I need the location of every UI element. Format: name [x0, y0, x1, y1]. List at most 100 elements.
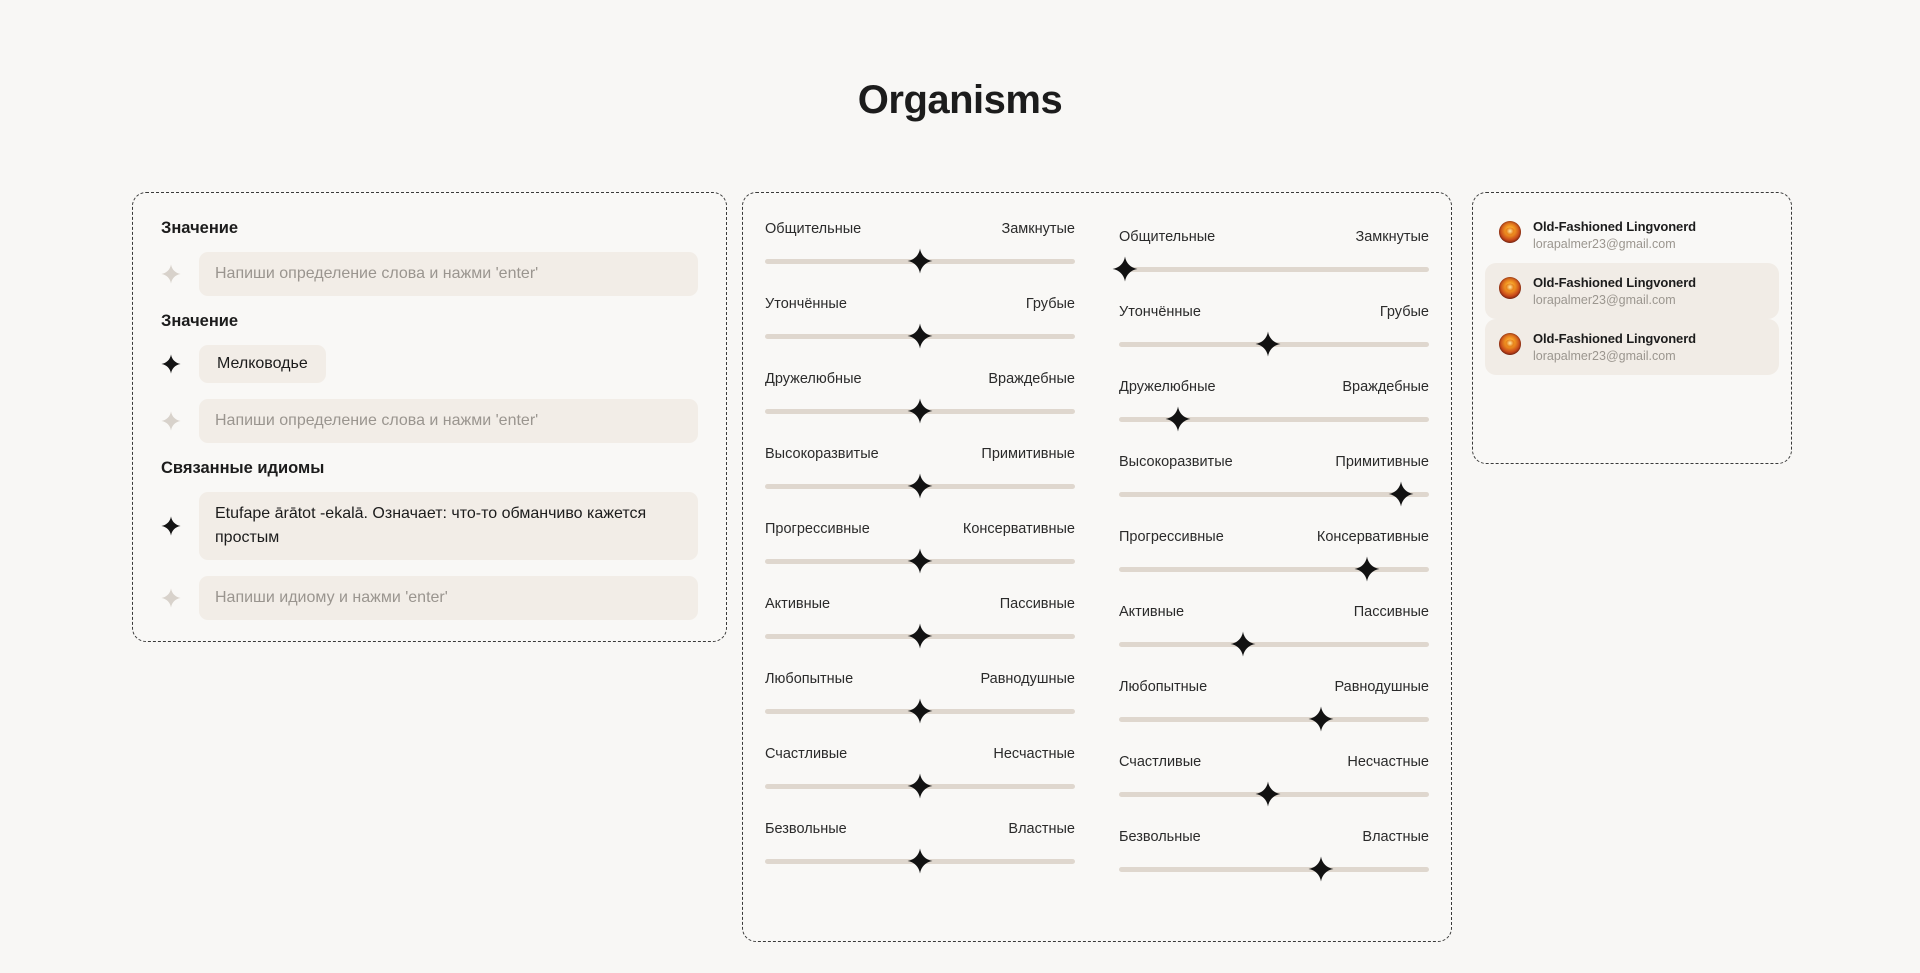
slider-control[interactable]: [1119, 331, 1429, 357]
slider-label-right: Равнодушные: [1334, 679, 1429, 695]
slider-thumb[interactable]: [1230, 631, 1256, 657]
slider-control[interactable]: [765, 698, 1075, 724]
slider-thumb[interactable]: [1388, 481, 1414, 507]
slider-thumb[interactable]: [907, 548, 933, 574]
slider-label-right: Пассивные: [1353, 604, 1429, 620]
definition-input[interactable]: Напиши определение слова и нажми 'enter': [199, 399, 698, 443]
slider-control[interactable]: [1119, 856, 1429, 882]
slider-label-right: Примитивные: [1335, 454, 1429, 470]
group-label: Связанные идиомы: [161, 459, 325, 477]
slider-label-left: Любопытные: [765, 671, 854, 687]
slider-label-right: Властные: [1008, 821, 1075, 837]
slider-track[interactable]: [1119, 641, 1429, 647]
slider-control[interactable]: [1119, 631, 1429, 657]
user-name: Old-Fashioned Lingvonerd: [1533, 219, 1696, 234]
slider-thumb[interactable]: [907, 473, 933, 499]
slider-label-right: Пассивные: [999, 596, 1075, 612]
slider-label-right: Несчастные: [1347, 754, 1429, 770]
slider-thumb[interactable]: [907, 698, 933, 724]
slider-control[interactable]: [765, 548, 1075, 574]
slider-label-right: Замкнутые: [1355, 229, 1429, 245]
slider-label-left: Утончённые: [765, 296, 847, 312]
definition-input[interactable]: Напиши идиому и нажми 'enter': [199, 576, 698, 620]
user-name: Old-Fashioned Lingvonerd: [1533, 275, 1696, 290]
slider-thumb[interactable]: [1308, 856, 1334, 882]
slider-control[interactable]: [1119, 781, 1429, 807]
slider-track[interactable]: [1119, 716, 1429, 722]
slider-control[interactable]: [1119, 481, 1429, 507]
slider-thumb[interactable]: [907, 248, 933, 274]
sparkle-icon: [161, 411, 181, 431]
slider-label-left: Дружелюбные: [1119, 379, 1216, 395]
slider-label-left: Безвольные: [765, 821, 847, 837]
slider-thumb[interactable]: [1255, 781, 1281, 807]
slider-label-left: Любопытные: [1119, 679, 1208, 695]
slider-label-left: Активные: [765, 596, 831, 612]
sparkle-icon: [161, 354, 181, 374]
slider-thumb[interactable]: [907, 323, 933, 349]
slider-control[interactable]: [1119, 406, 1429, 432]
slider-track[interactable]: [1119, 566, 1429, 572]
user-list-item[interactable]: Old-Fashioned Lingvonerd lorapalmer23@gma…: [1485, 207, 1779, 263]
slider-label-left: Высокоразвитые: [1119, 454, 1233, 470]
slider-thumb[interactable]: [907, 398, 933, 424]
entry-row: Мелководье: [161, 345, 698, 383]
slider-control[interactable]: [765, 323, 1075, 349]
slider-control[interactable]: [765, 248, 1075, 274]
slider-thumb[interactable]: [1354, 556, 1380, 582]
slider-thumb[interactable]: [1165, 406, 1191, 432]
user-email: lorapalmer23@gmail.com: [1533, 349, 1676, 363]
slider-thumb[interactable]: [907, 773, 933, 799]
slider-control[interactable]: [765, 848, 1075, 874]
slider-track[interactable]: [1119, 491, 1429, 497]
sparkle-icon: [161, 588, 181, 608]
slider-control[interactable]: [765, 773, 1075, 799]
slider-control[interactable]: [765, 398, 1075, 424]
slider-track[interactable]: [1119, 266, 1429, 272]
avatar: [1499, 221, 1521, 243]
slider-item: Активные Пассивные: [765, 596, 1075, 649]
group-label: Значение: [161, 219, 239, 237]
definition-value[interactable]: Etufape ārātot -ekalā. Означает: что-то …: [199, 492, 698, 560]
slider-track[interactable]: [1119, 866, 1429, 872]
definition-input[interactable]: Напиши определение слова и нажми 'enter': [199, 252, 698, 296]
slider-labels: Утончённые Грубые: [765, 296, 1075, 312]
group-label: Значение: [161, 312, 239, 330]
slider-thumb[interactable]: [1308, 706, 1334, 732]
slider-thumb[interactable]: [907, 848, 933, 874]
user-email: lorapalmer23@gmail.com: [1533, 237, 1676, 251]
page-title: Organisms: [857, 78, 1063, 122]
slider-control[interactable]: [765, 473, 1075, 499]
slider-control[interactable]: [1112, 256, 1429, 282]
slider-track[interactable]: [1119, 416, 1429, 422]
slider-label-right: Грубые: [1025, 296, 1075, 312]
value-chip[interactable]: Мелководье: [199, 345, 326, 383]
slider-thumb[interactable]: [907, 623, 933, 649]
slider-control[interactable]: [1119, 706, 1429, 732]
slider-control[interactable]: [1119, 556, 1429, 582]
slider-thumb[interactable]: [1255, 331, 1281, 357]
slider-control[interactable]: [765, 623, 1075, 649]
slider-thumb[interactable]: [1112, 256, 1138, 282]
